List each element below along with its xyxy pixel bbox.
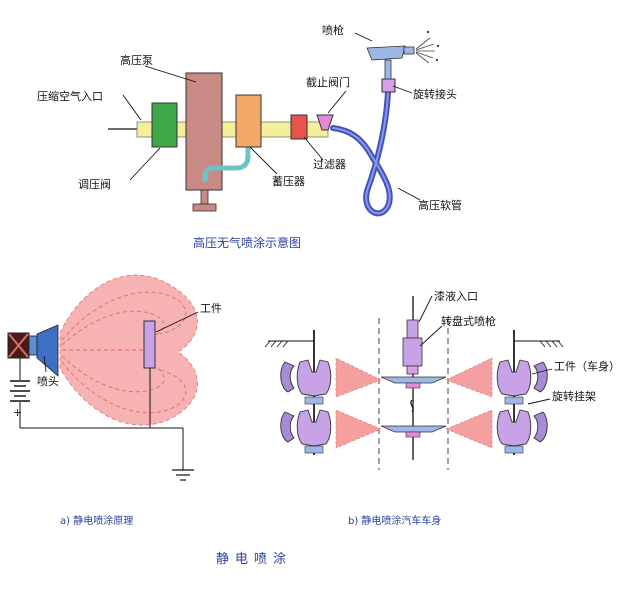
battery-symbol <box>10 380 30 402</box>
label-shutoff-valve: 截止阀门 <box>306 75 350 89</box>
label-nozzle: 喷头 <box>37 375 59 388</box>
upper-disc-hub <box>405 382 421 389</box>
airless-spray-schematic: 压缩空气入口 高压泵 调压阀 蓄压器 过滤器 截止阀门 喷枪 旋转接头 高压软管… <box>37 23 462 250</box>
rotary-gun-neck <box>406 365 419 375</box>
spindle-coupling <box>410 399 414 413</box>
lower-disc-hub <box>405 431 421 438</box>
paint-inlet-tube <box>406 319 419 339</box>
caption-airless-spray: 高压无气喷涂示意图 <box>193 235 301 250</box>
car-body-workpieces <box>280 359 548 447</box>
pressure-regulator-block <box>151 102 178 148</box>
return-hose <box>202 143 251 183</box>
spray-gun-shape <box>366 45 415 80</box>
label-pressure-regulator: 调压阀 <box>78 177 111 191</box>
label-filter: 过滤器 <box>313 158 346 171</box>
pump-base-foot <box>192 203 217 212</box>
upper-rotary-disc <box>380 376 447 384</box>
car-body-spraying: 漆液入口 转盘式喷枪 工件（车身） 旋转挂架 b) 静电喷涂汽车车身 <box>264 289 620 527</box>
lower-rotary-disc <box>380 425 447 433</box>
left-leader-lines <box>43 311 199 373</box>
label-rotary-cup-gun: 转盘式喷枪 <box>441 314 496 328</box>
right-leader-lines <box>418 295 553 405</box>
guide-dashed-lines <box>378 318 449 470</box>
ground-symbol <box>172 469 194 481</box>
swivel-joint-block <box>381 78 396 93</box>
label-high-pressure-pump: 高压泵 <box>120 53 153 67</box>
electrostatic-principle: 工件 喷头 + a) 静电喷涂原理 <box>7 274 222 527</box>
label-plus: + <box>13 406 22 419</box>
label-accumulator: 蓄压器 <box>272 175 305 188</box>
field-lines <box>61 291 187 414</box>
top-leader-lines <box>122 32 421 201</box>
spray-jet-lines <box>415 30 440 64</box>
label-workpiece: 工件 <box>200 302 222 315</box>
circuit-wires <box>19 358 184 470</box>
label-rotating-hanger: 旋转挂架 <box>552 389 596 403</box>
spray-fans <box>335 357 493 449</box>
rotary-gun-body <box>402 337 423 367</box>
caption-principle: a) 静电喷涂原理 <box>60 514 133 527</box>
caption-car-body: b) 静电喷涂汽车车身 <box>348 514 441 527</box>
label-high-pressure-hose: 高压软管 <box>418 198 462 212</box>
high-pressure-hose-highlight <box>332 91 391 215</box>
pump-base-stem <box>200 189 209 205</box>
label-compressed-air-inlet: 压缩空气入口 <box>37 89 103 103</box>
workpiece-plate <box>143 320 156 369</box>
high-pressure-hose <box>330 89 393 217</box>
accumulator-block <box>235 94 262 148</box>
label-swivel-joint: 旋转接头 <box>413 87 457 101</box>
nozzle-assembly <box>7 324 59 377</box>
filter-block <box>290 114 308 140</box>
label-workpiece-body: 工件（车身） <box>554 359 620 373</box>
label-spray-gun: 喷枪 <box>322 23 344 37</box>
caption-electrostatic-spray: 静电喷涂 <box>216 551 292 567</box>
label-paint-inlet: 漆液入口 <box>434 289 478 303</box>
shutoff-valve-block <box>316 114 334 131</box>
